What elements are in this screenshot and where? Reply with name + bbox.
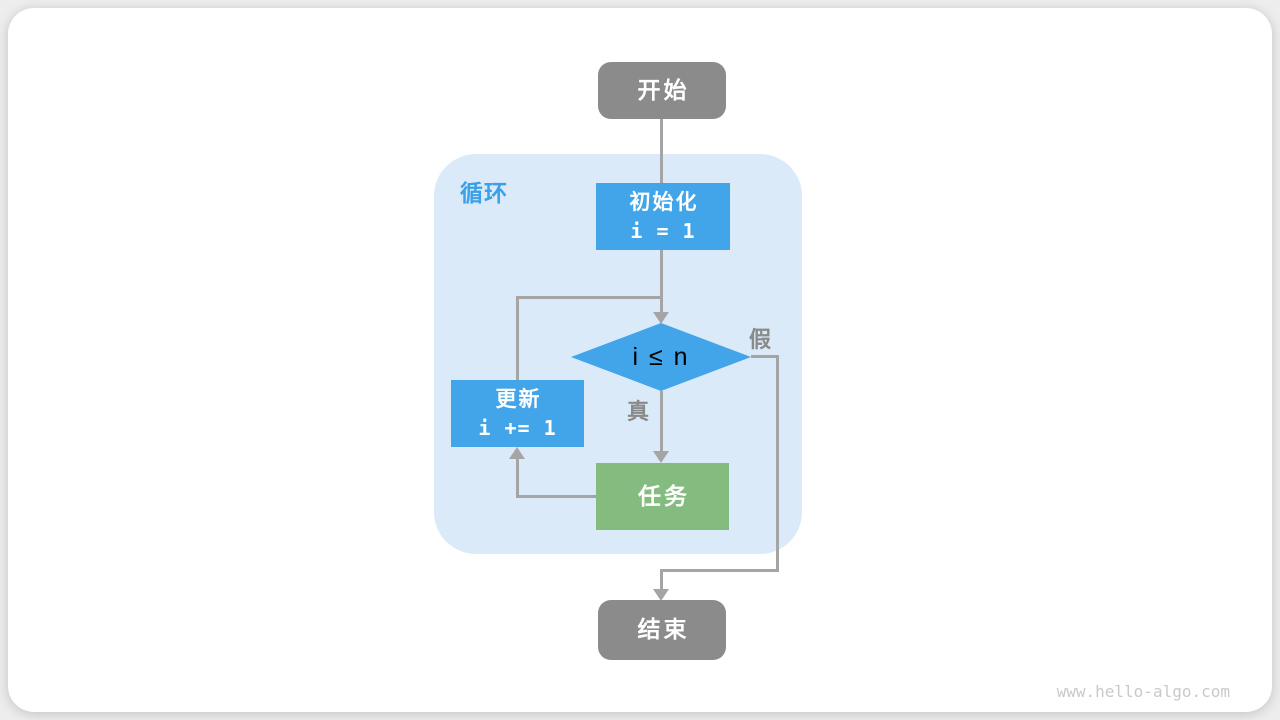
arrowhead-into-condition-icon bbox=[653, 312, 669, 324]
connector-start-init bbox=[660, 119, 663, 183]
task-label: 任务 bbox=[638, 482, 690, 509]
connector-task-up bbox=[516, 457, 519, 498]
condition-label: i ≤ n bbox=[632, 342, 690, 371]
update-label: 更新 bbox=[495, 388, 542, 412]
page-card: 循环 开始 初始化 i = 1 i ≤ n bbox=[8, 8, 1272, 712]
start-label: 开始 bbox=[637, 76, 690, 103]
connector-update-up bbox=[516, 296, 519, 380]
connector-task-left bbox=[516, 495, 596, 498]
init-code: i = 1 bbox=[630, 218, 696, 243]
task-node: 任务 bbox=[596, 463, 729, 530]
arrowhead-into-task-icon bbox=[653, 451, 669, 463]
update-node: 更新 i += 1 bbox=[451, 380, 584, 447]
connector-false-right bbox=[751, 355, 779, 358]
branch-false-label: 假 bbox=[749, 327, 772, 352]
end-label: 结束 bbox=[637, 616, 690, 643]
start-node: 开始 bbox=[598, 62, 726, 119]
arrowhead-into-end-icon bbox=[653, 589, 669, 601]
update-code: i += 1 bbox=[478, 415, 557, 440]
end-node: 结束 bbox=[598, 600, 726, 660]
loop-label: 循环 bbox=[460, 180, 508, 206]
branch-true-label: 真 bbox=[627, 399, 650, 424]
arrowhead-into-update-icon bbox=[509, 447, 525, 459]
init-node: 初始化 i = 1 bbox=[596, 183, 730, 250]
connector-update-junction bbox=[516, 296, 663, 299]
connector-false-down bbox=[776, 355, 779, 572]
flowchart-canvas: 循环 开始 初始化 i = 1 i ≤ n bbox=[8, 8, 1272, 712]
connector-false-left bbox=[660, 569, 779, 572]
connector-condition-task bbox=[660, 391, 663, 453]
connector-init-condition bbox=[660, 250, 663, 314]
init-label: 初始化 bbox=[629, 191, 699, 215]
connector-false-into-end bbox=[660, 569, 663, 591]
watermark: www.hello-algo.com bbox=[1056, 682, 1230, 701]
